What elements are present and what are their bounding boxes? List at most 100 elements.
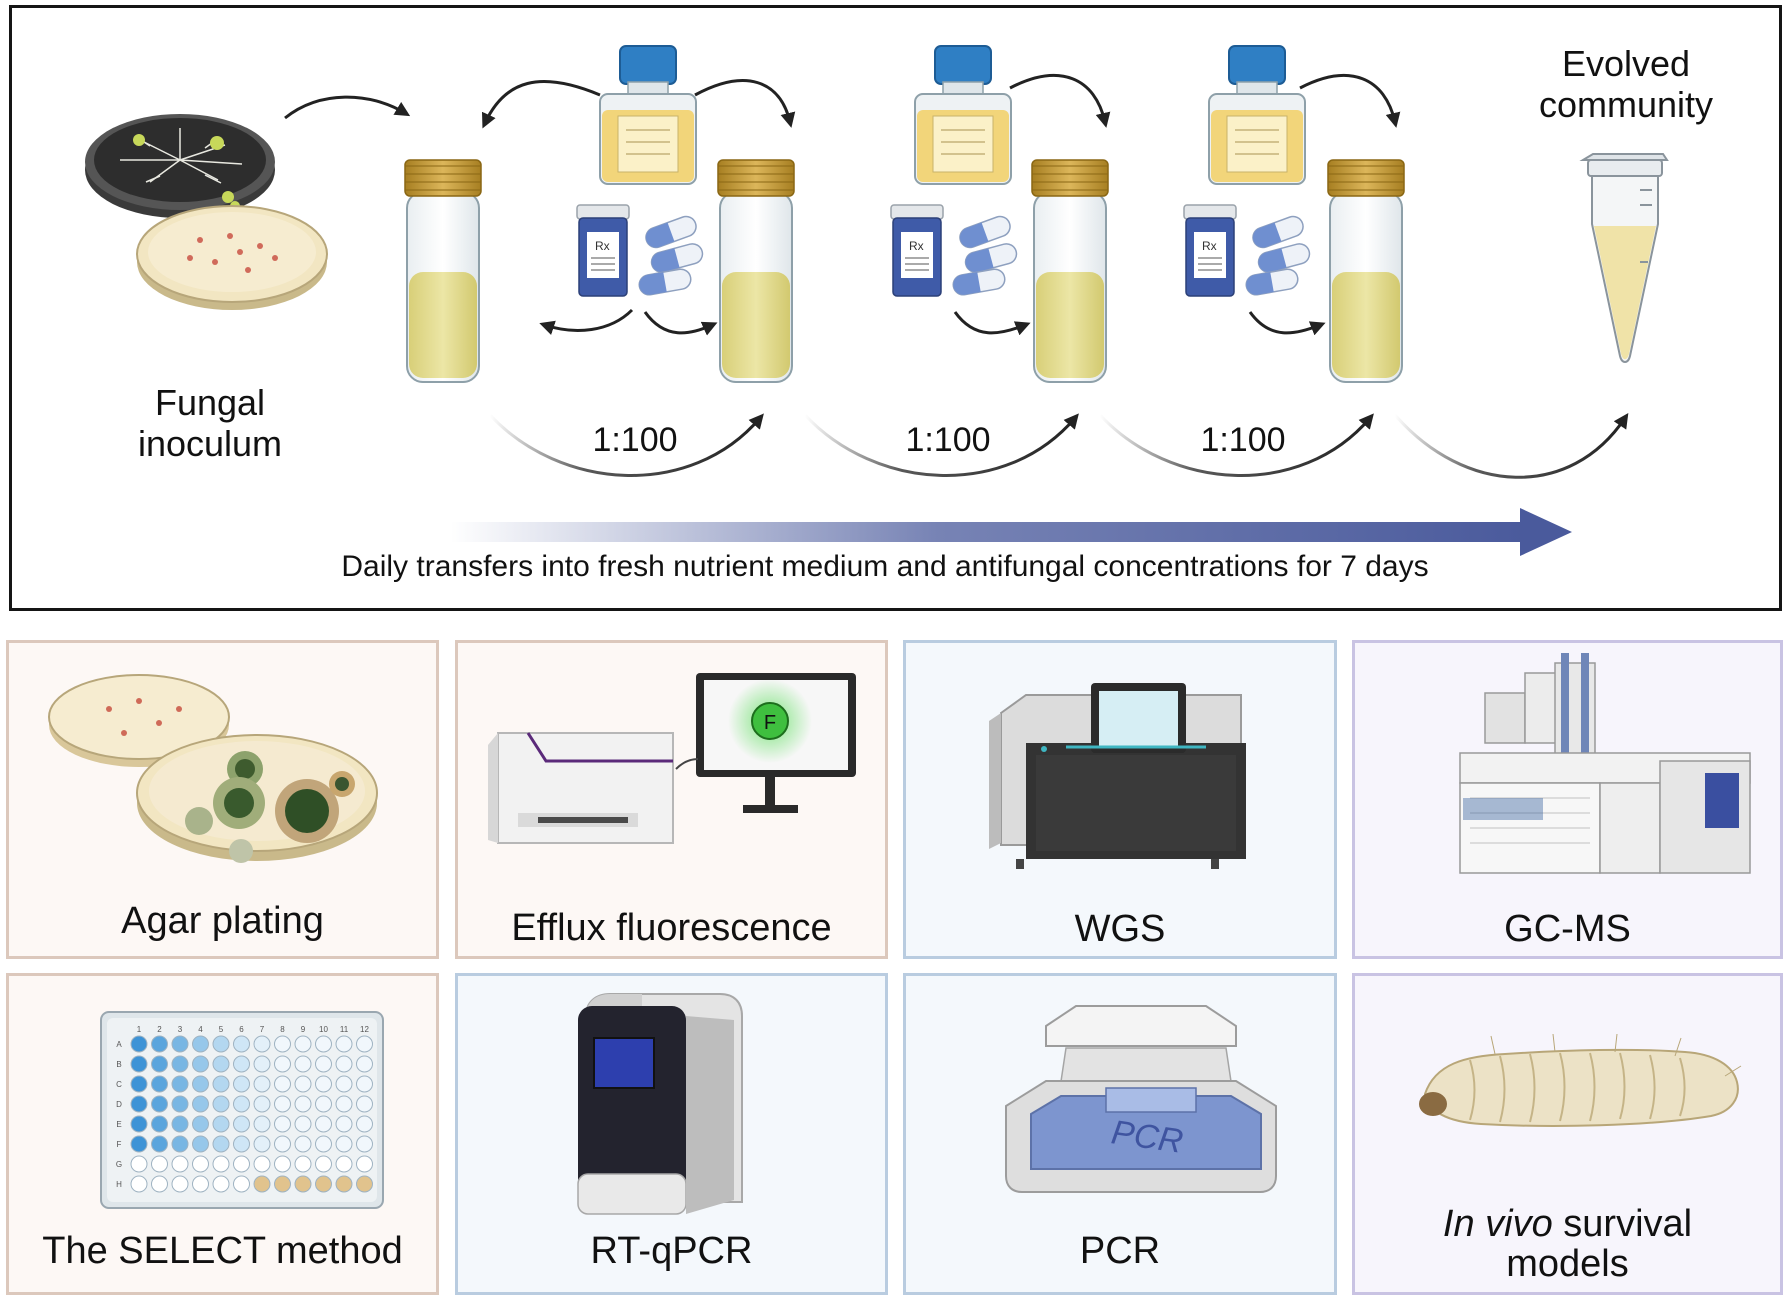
plate-well (212, 1035, 230, 1053)
plate-column-label: 10 (319, 1025, 328, 1034)
method-label-in-vivo-models: In vivo survival models (1355, 1204, 1780, 1284)
plate-well (233, 1155, 250, 1173)
plate-well (130, 1035, 148, 1053)
plate-well (315, 1095, 332, 1113)
capsule-icon (952, 268, 1006, 296)
culture-vials (404, 159, 1405, 383)
plate-well (253, 1175, 271, 1193)
plate-well (233, 1095, 250, 1113)
plate-column-label: 3 (178, 1025, 183, 1034)
plate-well (130, 1175, 148, 1193)
agar-plates-icon (48, 674, 378, 863)
plate-well (130, 1075, 148, 1093)
plate-well (294, 1035, 312, 1053)
plate-well (171, 1055, 189, 1073)
in-vivo-line2-text: models (1506, 1243, 1629, 1285)
antifungal-drug-set-3: Rx (1183, 204, 1311, 297)
plate-well (274, 1055, 291, 1073)
plate-well (356, 1055, 373, 1073)
method-label-wgs: WGS (1074, 908, 1166, 950)
plate-well (294, 1075, 312, 1093)
plate-well (274, 1115, 291, 1133)
media-bottle-1 (599, 45, 697, 185)
plate-row-label: C (116, 1080, 122, 1089)
plate-well (171, 1115, 189, 1133)
timeline-caption: Daily transfers into fresh nutrient medi… (341, 550, 1428, 583)
plate-well (335, 1155, 353, 1173)
plate-well (315, 1135, 332, 1153)
plate-column-label: 9 (301, 1025, 306, 1034)
rx-label: Rx (595, 239, 610, 253)
culture-vial-2 (717, 159, 795, 383)
in-vivo-italic-text: In vivo (1442, 1203, 1553, 1245)
method-label-efflux-fluorescence: Efflux fluorescence (511, 907, 832, 949)
plate-well (335, 1095, 353, 1113)
plate-well (151, 1135, 168, 1153)
plate-well (274, 1155, 291, 1173)
plate-well (130, 1055, 148, 1073)
plate-column-label: 7 (260, 1025, 265, 1034)
plate-well (212, 1135, 230, 1153)
plate-well (274, 1095, 291, 1113)
plate-column-label: 11 (340, 1025, 349, 1034)
plate-well (130, 1115, 148, 1133)
method-card-efflux-fluorescence: F Efflux fluorescence (455, 640, 888, 959)
plate-well (356, 1135, 373, 1153)
plate-well (356, 1175, 373, 1193)
plate-well (151, 1055, 168, 1073)
timeline-arrow (450, 508, 1572, 556)
plate-well (212, 1175, 230, 1193)
method-label-rt-qpcr: RT-qPCR (590, 1230, 753, 1272)
rt-qpcr-machine-icon (577, 993, 743, 1215)
plate-well (212, 1075, 230, 1093)
rx-label: Rx (909, 239, 924, 253)
fluorescence-letter: F (764, 712, 776, 734)
plate-well (294, 1155, 312, 1173)
plate-column-label: 6 (239, 1025, 244, 1034)
method-card-wgs: WGS (903, 640, 1337, 959)
plate-well (130, 1155, 148, 1173)
plate-column-label: 8 (280, 1025, 285, 1034)
method-card-gc-ms: GC-MS (1352, 640, 1783, 959)
method-card-pcr: PCR PCR (903, 973, 1337, 1295)
plate-well (171, 1135, 189, 1153)
medium-arrows (482, 73, 1401, 129)
plate-well (253, 1095, 271, 1113)
plate-well (315, 1035, 332, 1053)
plate-well (335, 1175, 353, 1193)
plate-well (335, 1075, 353, 1093)
plate-column-label: 2 (157, 1025, 162, 1034)
method-label-gc-ms: GC-MS (1504, 908, 1631, 950)
capsule-icon (1257, 243, 1311, 273)
plate-well (233, 1075, 250, 1093)
media-bottles (599, 45, 1306, 185)
plate-well (335, 1135, 353, 1153)
plate-row-label: D (116, 1100, 122, 1109)
plate-well (130, 1095, 148, 1113)
transfer-arcs (488, 413, 1629, 479)
capsule-icon (964, 243, 1018, 273)
in-vivo-rest-text: survival (1552, 1203, 1693, 1245)
plate-well (356, 1115, 373, 1133)
plate-well (212, 1155, 230, 1173)
method-card-rt-qpcr: RT-qPCR (455, 973, 888, 1295)
plate-well (151, 1115, 168, 1133)
plate-well (274, 1135, 291, 1153)
method-card-in-vivo-models: In vivo survival models (1352, 973, 1783, 1295)
plate-well (151, 1095, 168, 1113)
petri-dish-icon (85, 114, 328, 310)
plate-row-label: A (116, 1040, 122, 1049)
plate-well (151, 1175, 168, 1193)
method-card-agar-plating: Agar plating (6, 640, 439, 959)
culture-vial-3 (1031, 159, 1109, 383)
transfer-ratio-3: 1:100 (1200, 421, 1285, 459)
capsule-icon (1245, 268, 1299, 296)
plate-well (294, 1055, 312, 1073)
method-label-select-method: The SELECT method (42, 1230, 403, 1272)
plate-well (294, 1095, 312, 1113)
plate-row-label: E (116, 1120, 121, 1129)
plate-row-label: B (116, 1060, 121, 1069)
plate-well (171, 1075, 189, 1093)
